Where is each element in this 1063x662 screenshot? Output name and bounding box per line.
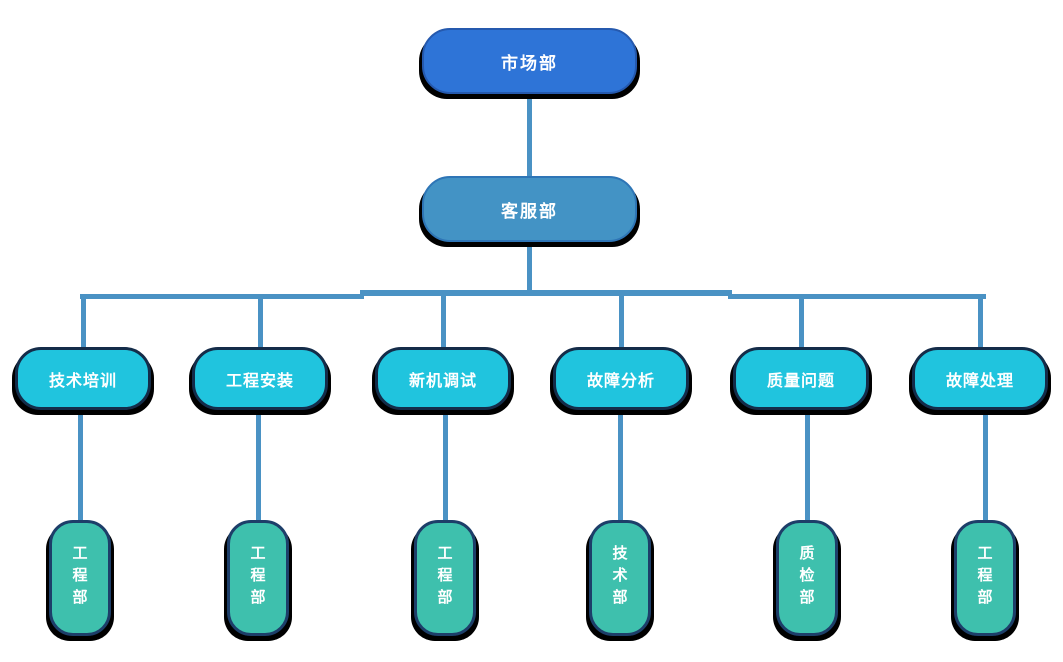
leaf-node-engineering-dept-2: 工程部 xyxy=(227,520,289,636)
branch-node-engineering-install: 工程安装 xyxy=(192,347,328,410)
leaf-node-quality-inspection-dept: 质检部 xyxy=(776,520,838,636)
branch-node-fault-analysis: 故障分析 xyxy=(553,347,689,410)
connector-branch-2-to-leaf xyxy=(256,407,261,521)
connector-drop-branch-4 xyxy=(619,290,624,348)
connector-branch-6-to-leaf xyxy=(983,407,988,521)
branch-node-quality-issue: 质量问题 xyxy=(733,347,869,410)
connector-drop-branch-3 xyxy=(441,290,446,348)
connector-bus-segment-left xyxy=(80,294,364,299)
node-customer-service-dept: 客服部 xyxy=(422,176,637,242)
leaf-node-technical-dept: 技术部 xyxy=(589,520,651,636)
leaf-node-engineering-dept-3: 工程部 xyxy=(414,520,476,636)
connector-bus-segment-right xyxy=(728,294,986,299)
connector-branch-4-to-leaf xyxy=(618,407,623,521)
connector-level2-to-bus xyxy=(527,245,532,293)
node-marketing-dept: 市场部 xyxy=(422,28,637,94)
connector-bus-segment-middle xyxy=(360,290,732,296)
connector-drop-branch-5 xyxy=(799,294,804,348)
branch-node-fault-handling: 故障处理 xyxy=(912,347,1048,410)
connector-branch-5-to-leaf xyxy=(805,407,810,521)
connector-drop-branch-2 xyxy=(258,294,263,348)
connector-drop-branch-6 xyxy=(978,294,983,348)
branch-node-tech-training: 技术培训 xyxy=(15,347,151,410)
connector-root-to-level2 xyxy=(527,94,532,178)
connector-drop-branch-1 xyxy=(81,294,86,348)
leaf-node-engineering-dept-1: 工程部 xyxy=(49,520,111,636)
connector-branch-3-to-leaf xyxy=(443,407,448,521)
branch-node-new-machine-debug: 新机调试 xyxy=(375,347,511,410)
leaf-node-engineering-dept-4: 工程部 xyxy=(954,520,1016,636)
connector-branch-1-to-leaf xyxy=(78,407,83,521)
